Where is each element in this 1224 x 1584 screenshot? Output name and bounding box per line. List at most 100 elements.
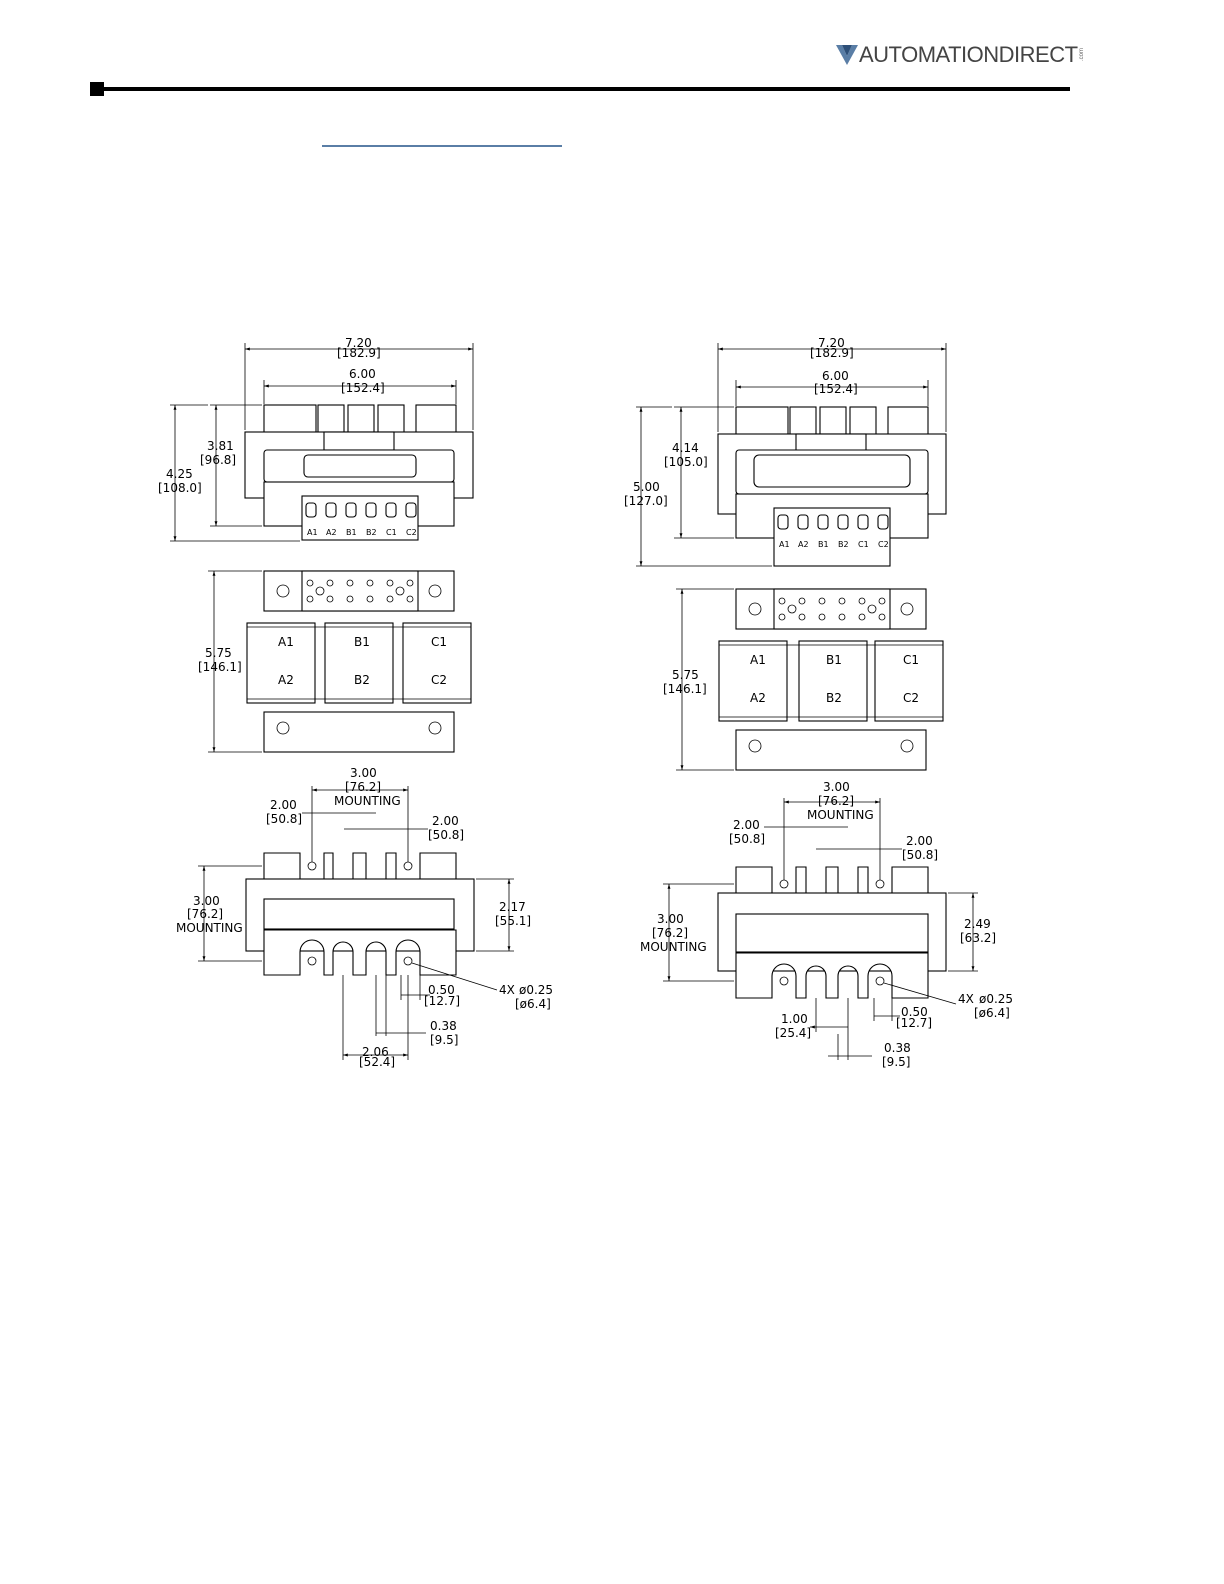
dim-mounting-mm: [76.2] bbox=[818, 794, 854, 808]
dim-mount-width: 6.00 bbox=[349, 367, 376, 381]
terminal-label: C2 bbox=[406, 528, 417, 537]
dim-overall-height: 5.00 bbox=[633, 480, 660, 494]
dim-mount-width-mm: [152.4] bbox=[814, 382, 858, 396]
dim-right: 2.00 bbox=[906, 834, 933, 848]
dim-side-mount-label: MOUNTING bbox=[640, 940, 707, 954]
dim-overall-width: 7.20 bbox=[345, 336, 372, 350]
coil-label: B1 bbox=[354, 635, 370, 649]
dim-side-mount-label: MOUNTING bbox=[176, 921, 243, 935]
dim-hole-count: 4X bbox=[499, 983, 515, 997]
dim-side-mount: 3.00 bbox=[193, 894, 220, 908]
dim-slot: 0.50 bbox=[901, 1005, 928, 1019]
dim-hole-dia: ø0.25 bbox=[519, 983, 553, 997]
coil-label: A2 bbox=[750, 691, 766, 705]
coil-label: C2 bbox=[431, 673, 447, 687]
terminal-label: B1 bbox=[818, 540, 829, 549]
dim-overall-width-mm: [182.9] bbox=[810, 346, 854, 360]
right-reactor-drawing: A1 A2 B1 B2 C1 C2 7.20 [182.9] 6.00 [152… bbox=[624, 336, 1013, 1069]
dim-depth-mm: [63.2] bbox=[960, 931, 996, 945]
coil-label: C1 bbox=[431, 635, 447, 649]
dim-mounting-label: MOUNTING bbox=[334, 794, 401, 808]
dim-side-mount: 3.00 bbox=[657, 912, 684, 926]
dim-hole-dia-mm: [ø6.4] bbox=[515, 997, 551, 1011]
dim-overall-width-mm: [182.9] bbox=[337, 346, 381, 360]
dim-slot-mm: [12.7] bbox=[896, 1016, 932, 1030]
left-reactor-drawing: A1 A2 B1 B2 C1 C2 7.20 [182.9] 6.00 [152… bbox=[158, 336, 553, 1069]
dim-slot-pitch: 1.00 bbox=[781, 1012, 808, 1026]
terminal-label: C2 bbox=[878, 540, 889, 549]
dim-overall-height-mm: [108.0] bbox=[158, 481, 202, 495]
terminal-label: B2 bbox=[366, 528, 377, 537]
dim-slot-span-mm: [52.4] bbox=[359, 1055, 395, 1069]
dim-slot-width: 0.38 bbox=[884, 1041, 911, 1055]
coil-label: A1 bbox=[750, 653, 766, 667]
dim-top-height-mm: [146.1] bbox=[198, 660, 242, 674]
dim-top-height: 5.75 bbox=[672, 668, 699, 682]
dim-right-mm: [50.8] bbox=[902, 848, 938, 862]
left-terminal-screws bbox=[306, 579, 414, 603]
coil-label: B1 bbox=[826, 653, 842, 667]
dim-core-height-mm: [96.8] bbox=[200, 453, 236, 467]
dim-side-mount-mm: [76.2] bbox=[652, 926, 688, 940]
dim-core-height: 3.81 bbox=[207, 439, 234, 453]
dim-hole-dia-mm: [ø6.4] bbox=[974, 1006, 1010, 1020]
terminal-label: A1 bbox=[779, 540, 790, 549]
logo-text: AUTOMATIONDIRECT bbox=[859, 42, 1078, 67]
dim-slot: 0.50 bbox=[428, 983, 455, 997]
dim-left: 2.00 bbox=[733, 818, 760, 832]
dim-slot-width-mm: [9.5] bbox=[882, 1055, 910, 1069]
coil-label: A1 bbox=[278, 635, 294, 649]
dim-overall-width: 7.20 bbox=[818, 336, 845, 350]
dim-mount-width-mm: [152.4] bbox=[341, 381, 385, 395]
dim-right-mm: [50.8] bbox=[428, 828, 464, 842]
dim-slot-width: 0.38 bbox=[430, 1019, 457, 1033]
dim-overall-height-mm: [127.0] bbox=[624, 494, 668, 508]
dim-top-height-mm: [146.1] bbox=[663, 682, 707, 696]
dim-left: 2.00 bbox=[270, 798, 297, 812]
dim-mount-width: 6.00 bbox=[822, 369, 849, 383]
right-bottom-view: 3.00 [76.2] MOUNTING 2.00 [50.8] 2.00 [5… bbox=[640, 780, 1013, 1069]
right-top-view: A1 B1 C1 A2 B2 C2 5.75 [146.1] bbox=[663, 588, 944, 771]
terminal-label: C1 bbox=[858, 540, 869, 549]
dim-slot-width-mm: [9.5] bbox=[430, 1033, 458, 1047]
coil-label: B2 bbox=[826, 691, 842, 705]
coil-label: B2 bbox=[354, 673, 370, 687]
terminal-label: A1 bbox=[307, 528, 318, 537]
dim-right: 2.00 bbox=[432, 814, 459, 828]
dim-core-height-mm: [105.0] bbox=[664, 455, 708, 469]
left-terminal-lugs bbox=[305, 502, 417, 518]
coil-label: A2 bbox=[278, 673, 294, 687]
dim-mounting-mm: [76.2] bbox=[345, 780, 381, 794]
left-front-view: A1 A2 B1 B2 C1 C2 7.20 [182.9] 6.00 [152… bbox=[158, 336, 474, 542]
section-underline bbox=[322, 145, 562, 147]
dim-hole-count: 4X bbox=[958, 992, 974, 1006]
dim-slot-span: 2.06 bbox=[362, 1045, 389, 1059]
dim-hole-dia: ø0.25 bbox=[979, 992, 1013, 1006]
dim-core-height: 4.14 bbox=[672, 441, 699, 455]
terminal-label: C1 bbox=[386, 528, 397, 537]
terminal-label: A2 bbox=[326, 528, 337, 537]
dim-depth-mm: [55.1] bbox=[495, 914, 531, 928]
dim-left-mm: [50.8] bbox=[729, 832, 765, 846]
left-bottom-view: 3.00 [76.2] MOUNTING 2.00 [50.8] 2.00 [5… bbox=[176, 766, 553, 1069]
header-marker bbox=[90, 82, 104, 96]
dim-top-height: 5.75 bbox=[205, 646, 232, 660]
dim-overall-height: 4.25 bbox=[166, 467, 193, 481]
automationdirect-logo[interactable]: AUTOMATIONDIRECT .com bbox=[836, 40, 1085, 70]
dim-mounting: 3.00 bbox=[350, 766, 377, 780]
dim-depth: 2.17 bbox=[499, 900, 526, 914]
right-terminal-screws bbox=[778, 597, 886, 621]
right-terminal-lugs bbox=[777, 514, 889, 530]
logo-mark-icon bbox=[836, 45, 858, 65]
right-front-view: A1 A2 B1 B2 C1 C2 7.20 [182.9] 6.00 [152… bbox=[624, 336, 947, 567]
left-top-view: A1 B1 C1 A2 B2 C2 5.75 [146.1] bbox=[198, 570, 472, 753]
coil-label: C2 bbox=[903, 691, 919, 705]
terminal-label: A2 bbox=[798, 540, 809, 549]
terminal-label: B1 bbox=[346, 528, 357, 537]
terminal-label: B2 bbox=[838, 540, 849, 549]
dim-slot-mm: [12.7] bbox=[424, 994, 460, 1008]
dim-slot-pitch-mm: [25.4] bbox=[775, 1026, 811, 1040]
dim-side-mount-mm: [76.2] bbox=[187, 907, 223, 921]
coil-label: C1 bbox=[903, 653, 919, 667]
